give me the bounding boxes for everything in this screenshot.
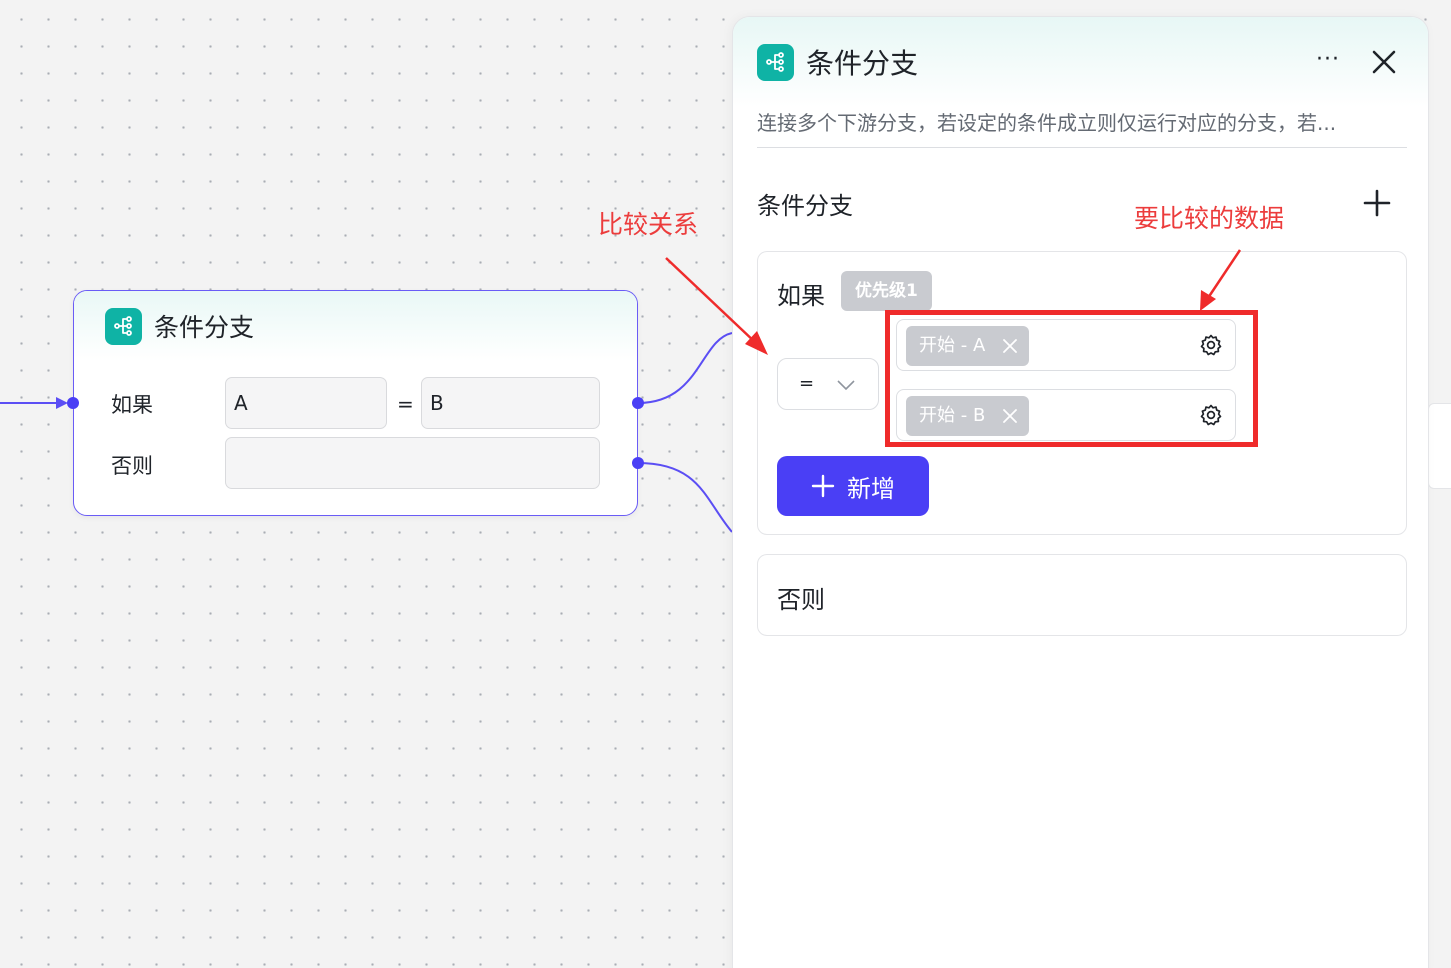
panel-divider (757, 147, 1407, 148)
chevron-down-icon (837, 380, 855, 391)
gear-icon[interactable] (1199, 333, 1223, 357)
variable-tag: 开始 - A (906, 326, 1030, 366)
add-condition-button[interactable]: 新增 (777, 456, 929, 516)
close-icon[interactable] (1001, 337, 1019, 355)
variable-tag-label: 开始 - B (919, 405, 986, 426)
variable-tag: 开始 - B (906, 396, 1030, 436)
node-else-value (225, 437, 600, 489)
else-branch-card: 否则 (757, 554, 1407, 636)
annotation-highlight-box (885, 310, 1258, 447)
else-label: 否则 (777, 586, 825, 614)
node-if-label: 如果 (111, 393, 153, 417)
if-outgoing-edge (637, 332, 733, 404)
variable-tag-label: 开始 - A (919, 335, 986, 356)
add-condition-label: 新增 (847, 474, 895, 503)
more-icon[interactable]: ··· (1316, 47, 1340, 72)
condition-config-panel: 条件分支 ··· 连接多个下游分支，若设定的条件成立则仅运行对应的分支，若...… (732, 16, 1429, 968)
priority-badge: 优先级1 (841, 271, 932, 311)
operator-value: = (799, 373, 815, 394)
node-if-operator: = (397, 392, 414, 416)
if-label: 如果 (777, 282, 825, 310)
panel-title-row: 条件分支 (757, 43, 918, 81)
node-title: 条件分支 (154, 313, 255, 342)
branch-icon (105, 307, 142, 345)
node-if-right-value: B (421, 377, 600, 429)
plus-icon[interactable] (1361, 187, 1393, 219)
close-icon[interactable] (1367, 45, 1401, 79)
gear-icon[interactable] (1199, 403, 1223, 427)
plus-icon (811, 474, 835, 498)
panel-title: 条件分支 (806, 47, 919, 80)
branch-icon (757, 43, 794, 81)
right-variable-field[interactable]: 开始 - B (896, 389, 1236, 441)
panel-description: 连接多个下游分支，若设定的条件成立则仅运行对应的分支，若... (757, 111, 1337, 135)
annotation-compare-data: 要比较的数据 (1134, 204, 1285, 233)
close-icon[interactable] (1001, 407, 1019, 425)
if-branch-card: 如果 优先级1 = 开始 - A 开始 (757, 251, 1407, 535)
annotation-compare-relation: 比较关系 (598, 210, 699, 239)
node-header: 条件分支 (74, 291, 637, 361)
section-title: 条件分支 (757, 192, 853, 220)
node-if-left-value: A (225, 377, 387, 429)
node-else-label: 否则 (111, 454, 153, 478)
operator-select[interactable]: = (777, 358, 879, 410)
else-outgoing-edge (637, 462, 733, 533)
adjacent-node-stub (1428, 403, 1451, 489)
incoming-arrowhead (56, 397, 68, 409)
left-variable-field[interactable]: 开始 - A (896, 319, 1236, 371)
canvas-condition-node[interactable]: 条件分支 如果 A = B 否则 (73, 290, 638, 516)
panel-header-background (733, 17, 1428, 107)
